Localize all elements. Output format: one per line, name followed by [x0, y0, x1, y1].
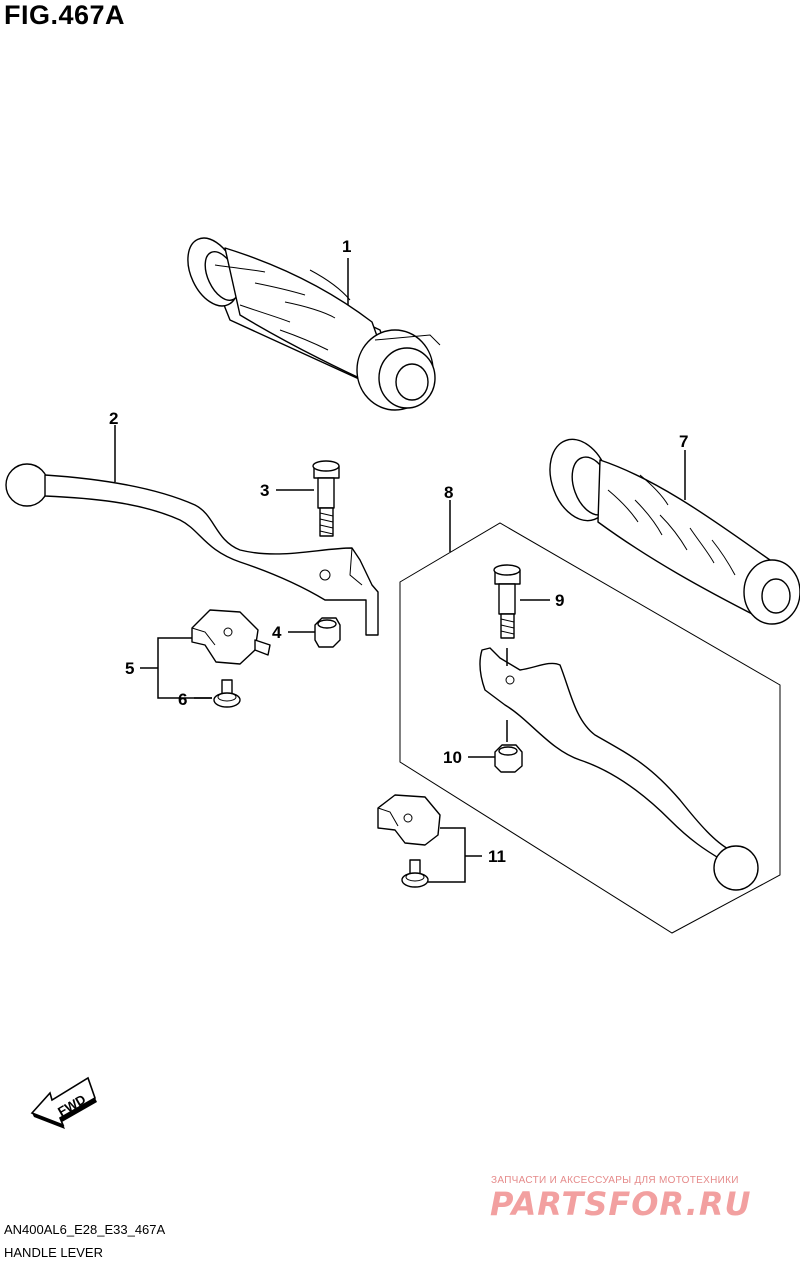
callout-2: 2 — [109, 409, 118, 428]
model-code: AN400AL6_E28_E33_467A — [4, 1222, 166, 1237]
part-1-grip[interactable] — [178, 230, 441, 411]
part-11-switch[interactable] — [377, 794, 441, 846]
part-9-bolt[interactable] — [493, 564, 521, 639]
callout-9: 9 — [555, 591, 564, 610]
callout-11: 11 — [488, 847, 506, 866]
part-10-nut[interactable] — [494, 744, 523, 773]
watermark-brand: PARTSFOR.RU — [490, 1185, 752, 1223]
callout-10: 10 — [443, 748, 462, 767]
callout-3: 3 — [260, 481, 269, 500]
callout-1: 1 — [342, 237, 351, 256]
part-6-screw[interactable] — [213, 679, 241, 708]
part-4-nut[interactable] — [314, 617, 341, 648]
part-8-assembly-outline — [399, 522, 781, 934]
part-8-lever[interactable] — [479, 647, 759, 891]
part-2-lever[interactable] — [5, 463, 379, 636]
part-5-switch[interactable] — [191, 609, 271, 665]
callout-7: 7 — [679, 432, 688, 451]
leader-5-6 — [157, 637, 212, 699]
callout-8: 8 — [444, 483, 453, 502]
part-11-screw[interactable] — [401, 859, 429, 888]
leader-11-bracket — [428, 827, 466, 883]
callout-5: 5 — [125, 659, 134, 678]
watermark-subtitle: ЗАПЧАСТИ И АКСЕССУАРЫ ДЛЯ МОТОТЕХНИКИ — [491, 1175, 739, 1186]
callout-6: 6 — [178, 690, 187, 709]
part-7-grip[interactable] — [539, 431, 800, 625]
callout-4: 4 — [272, 623, 282, 642]
figure-name: HANDLE LEVER — [4, 1245, 103, 1260]
figure-title: FIG.467A — [4, 0, 126, 30]
fwd-arrow: FWD — [30, 1076, 97, 1129]
part-3-bolt[interactable] — [312, 460, 340, 537]
